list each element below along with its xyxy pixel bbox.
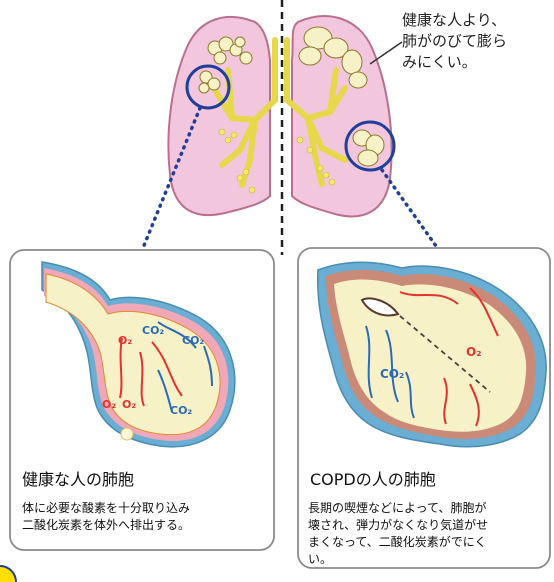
copd-desc-line-2: 壊され、弾力がなくなり気道がせ [308,517,488,534]
healthy-o2-label-2: O₂ [102,398,116,411]
healthy-alveolus-description: 体に必要な酸素を十分取り込み 二酸化炭素を体外へ排出する。 [22,500,190,534]
copd-alveolus-description: 長期の喫煙などによって、肺胞が 壊され、弾力がなくなり気道がせ まくなって、二酸… [308,500,488,568]
healthy-co2-label-2: CO₂ [182,334,204,347]
copd-o2-label: O₂ [466,345,481,359]
healthy-desc-line-1: 体に必要な酸素を十分取り込み [22,500,190,517]
healthy-alveolus-title: 健康な人の肺胞 [22,470,134,490]
callout-line-2: 肺がのびて膨ら [402,31,552,52]
healthy-o2-label-3: O₂ [122,398,136,411]
lungs [143,0,436,255]
callout-line-3: みにくい。 [402,52,552,73]
healthy-co2-label-1: CO₂ [142,324,164,337]
copd-desc-line-3: まくなって、二酸化炭素がでにく [308,534,488,551]
copd-desc-line-4: い。 [308,551,488,568]
callout-line-1: 健康な人より、 [402,10,552,31]
healthy-desc-line-2: 二酸化炭素を体外へ排出する。 [22,517,190,534]
lung-callout: 健康な人より、 肺がのびて膨ら みにくい。 [402,10,552,73]
corner-marker [0,566,16,582]
copd-co2-label: CO₂ [380,367,404,381]
healthy-o2-label-1: O₂ [118,334,132,347]
healthy-capillary-dot [121,428,133,440]
copd-alveolus-title: COPDの人の肺胞 [310,470,436,490]
healthy-co2-label-3: CO₂ [170,404,192,417]
copd-desc-line-1: 長期の喫煙などによって、肺胞が [308,500,488,517]
copd-connector [382,170,436,246]
